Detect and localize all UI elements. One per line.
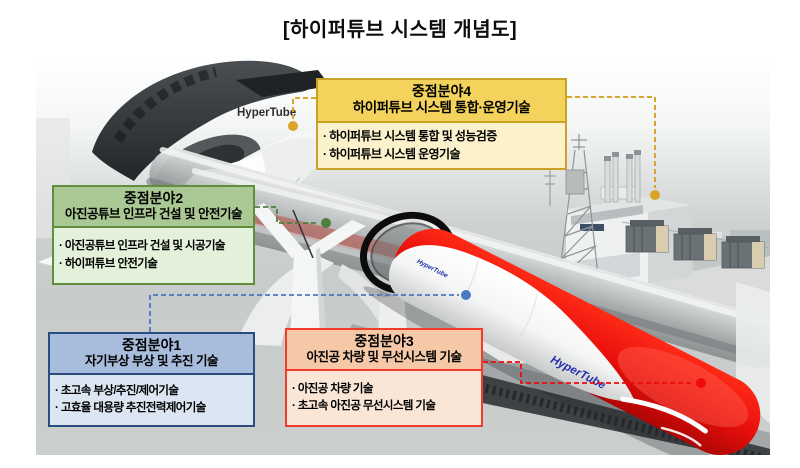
pump-machinery-units [621,220,770,269]
focus-area-4-body: · 하이퍼튜브 시스템 통합 및 성능검증 · 하이퍼튜브 시스템 운영기술 [318,123,565,168]
focus-area-1-subtitle: 자기부상 부상 및 추진 기술 [85,353,218,368]
bullet: · 초고속 아진공 무선시스템 기술 [292,400,436,413]
focus-area-1-box: 중점분야1 자기부상 부상 및 추진 기술 · 초고속 부상/추진/제어기술 ·… [48,332,255,427]
station-label: HyperTube [237,107,296,119]
bullet: · 하이퍼튜브 안전기술 [59,257,158,270]
focus-area-4-box: 중점분야4 하이퍼튜브 시스템 통합·운영기술 · 하이퍼튜브 시스템 통합 및… [316,78,567,170]
bullet: · 초고속 부상/추진/제어기술 [55,384,179,397]
tube-pylons [236,203,410,374]
connector-area4 [288,96,660,200]
focus-area-1-title: 중점분야1 [121,337,182,353]
connector-dot-tube [321,218,331,228]
focus-area-3-header: 중점분야3 아진공 차량 및 무선시스템 기술 [287,330,481,372]
focus-area-2-title: 중점분야2 [123,190,184,206]
bullet: · 하이퍼튜브 시스템 통합 및 성능검증 [323,129,497,144]
connector-dot-levitation [461,290,471,300]
focus-area-2-subtitle: 아진공튜브 인프라 건설 및 안전기술 [65,206,242,221]
bullet: · 고효율 대용량 추진전력제어기술 [55,402,206,415]
connector-area2 [255,206,331,228]
focus-area-4-header: 중점분야4 하이퍼튜브 시스템 통합·운영기술 [318,80,565,123]
focus-area-1-body: · 초고속 부상/추진/제어기술 · 고효율 대용량 추진전력제어기술 [50,375,253,425]
bullet: · 아진공 차량 기술 [292,382,373,395]
focus-area-4-subtitle: 하이퍼튜브 시스템 통합·운영기술 [352,99,531,115]
focus-area-3-body: · 아진공 차량 기술 · 초고속 아진공 무선시스템 기술 [287,371,481,425]
focus-area-2-box: 중점분야2 아진공튜브 인프라 건설 및 안전기술 · 아진공튜브 인프라 건설… [52,185,255,285]
connector-dot-vehicle [696,378,706,388]
connector-dot-facility [650,190,660,200]
connector-dot-station [288,121,298,131]
focus-area-3-subtitle: 아진공 차량 및 무선시스템 기술 [306,349,462,364]
connector-area3 [483,361,706,388]
bullet: · 아진공튜브 인프라 건설 및 시공기술 [59,240,226,253]
page-title: [하이퍼튜브 시스템 개념도] [282,19,518,41]
focus-area-1-header: 중점분야1 자기부상 부상 및 추진 기술 [50,334,253,376]
focus-area-2-body: · 아진공튜브 인프라 건설 및 시공기술 · 하이퍼튜브 안전기술 [54,228,253,283]
connector-area1 [149,290,471,332]
bullet: · 하이퍼튜브 시스템 운영기술 [323,147,460,162]
focus-area-3-box: 중점분야3 아진공 차량 및 무선시스템 기술 · 아진공 차량 기술 · 초고… [285,328,483,427]
focus-area-2-header: 중점분야2 아진공튜브 인프라 건설 및 안전기술 [54,187,253,229]
focus-area-3-title: 중점분야3 [354,333,414,349]
focus-area-4-title: 중점분야4 [411,83,472,99]
